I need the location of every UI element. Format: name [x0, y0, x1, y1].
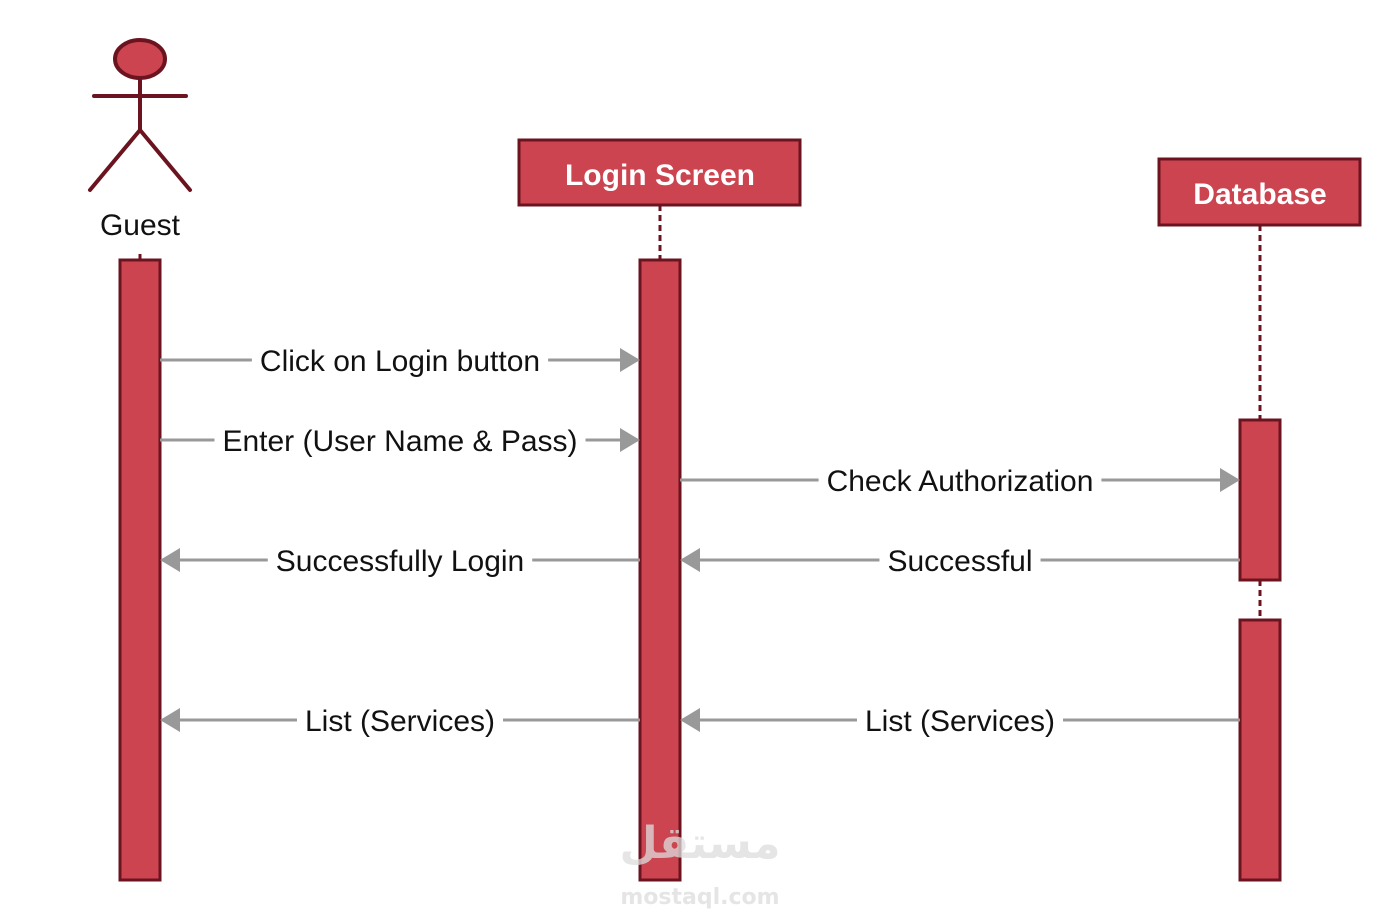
message-label-bg — [879, 545, 1041, 578]
actor-head — [113, 38, 167, 80]
actor-guest — [88, 38, 192, 192]
activation-login — [638, 258, 682, 882]
watermark-arabic: مستقل — [620, 818, 781, 869]
arrowhead-icon — [620, 348, 640, 372]
arrowhead-icon — [620, 428, 640, 452]
watermark-latin: mostaql.com — [620, 885, 779, 910]
message-2: Enter (User Name & Pass) — [160, 425, 640, 458]
message-label: Enter (User Name & Pass) — [222, 425, 577, 458]
message-label: Successful — [887, 545, 1032, 578]
message-label-bg — [856, 705, 1064, 738]
message-label-bg — [251, 345, 549, 378]
message-label: Click on Login button — [260, 345, 540, 378]
arrowhead-icon — [680, 708, 700, 732]
participant-login-box — [517, 138, 802, 207]
participant-db-box — [1157, 157, 1362, 227]
activation-db-1 — [1238, 418, 1282, 582]
watermark: مستقل mostaql.com — [620, 818, 781, 910]
message-label-bg — [214, 425, 586, 458]
message-6: List (Services) — [680, 705, 1240, 738]
message-label-bg — [267, 545, 533, 578]
message-label: Check Authorization — [827, 465, 1094, 498]
message-label-bg — [818, 465, 1102, 498]
arrowhead-icon — [160, 548, 180, 572]
message-1: Click on Login button — [160, 345, 640, 378]
participant-db-label: Database — [1193, 178, 1326, 211]
message-label: List (Services) — [305, 705, 495, 738]
activation-guest — [118, 258, 162, 882]
actor-leg-right — [138, 128, 192, 192]
actor-leg-left — [88, 128, 142, 192]
message-7: List (Services) — [160, 705, 640, 738]
arrowhead-icon — [680, 548, 700, 572]
message-3: Check Authorization — [680, 465, 1240, 498]
message-5: Successfully Login — [160, 545, 640, 578]
activation-db-2 — [1238, 618, 1282, 882]
participant-login-label: Login Screen — [565, 159, 755, 192]
arrowhead-icon — [1220, 468, 1240, 492]
message-label: Successfully Login — [276, 545, 524, 578]
message-4: Successful — [680, 545, 1240, 578]
participant-guest-label: Guest — [100, 209, 181, 242]
arrowhead-icon — [160, 708, 180, 732]
message-label-bg — [296, 705, 504, 738]
message-label: List (Services) — [865, 705, 1055, 738]
